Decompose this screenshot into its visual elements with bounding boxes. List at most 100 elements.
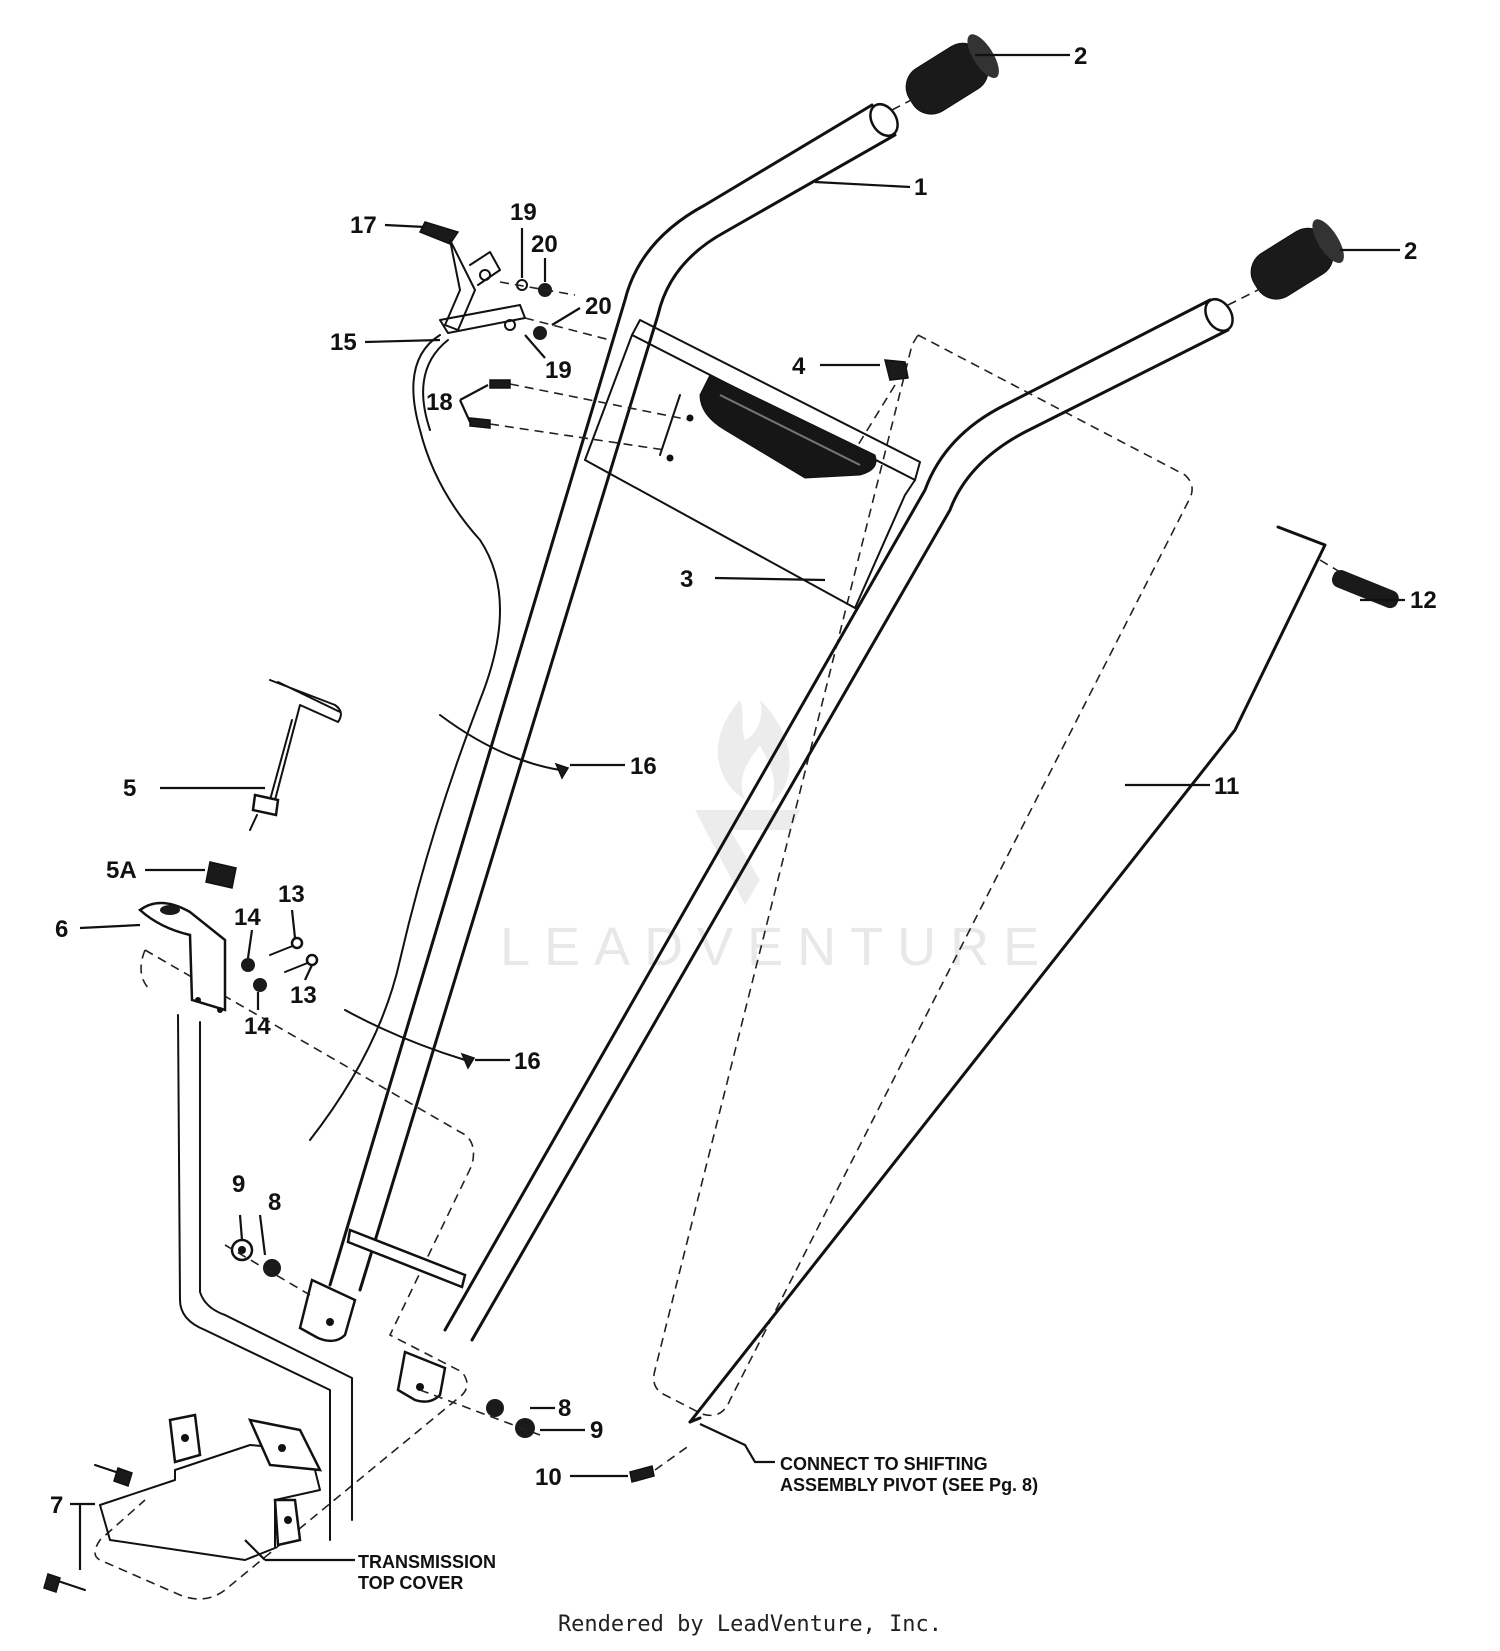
washer-right-dash	[419, 1389, 541, 1436]
grip-lower-end	[1312, 219, 1344, 264]
note-shifting-line2: ASSEMBLY PIVOT (SEE Pg. 8)	[780, 1475, 1038, 1495]
callout-2-upper: 2	[1074, 43, 1087, 70]
notes: CONNECT TO SHIFTING ASSEMBLY PIVOT (SEE …	[358, 1454, 1038, 1593]
panel-bolt-bottom	[666, 454, 674, 462]
support-tube-inner	[199, 1021, 353, 1521]
callout-13-lower: 13	[290, 982, 317, 1009]
pin-dash	[654, 1444, 691, 1471]
bracket-part-6	[138, 901, 227, 1012]
lower-crossbar	[346, 1228, 467, 1289]
clip-part-4	[884, 359, 909, 381]
watermark-v-icon	[695, 810, 800, 905]
throttle-pivot	[479, 269, 491, 281]
nut-8-right	[486, 1399, 504, 1417]
callout-3: 3	[680, 566, 693, 593]
bolt-13-upper	[269, 944, 296, 956]
cover-tab-left-hole	[181, 1434, 189, 1442]
shift-knob	[1331, 570, 1399, 609]
handle-upper-right-tube	[443, 298, 1212, 1332]
clutch-lever	[269, 679, 342, 801]
callout-9-left: 9	[232, 1171, 245, 1198]
cover-dash-lower	[140, 949, 151, 991]
washer-left-dash	[224, 1244, 311, 1296]
handle-foot-left-hole	[326, 1318, 334, 1326]
callout-4: 4	[792, 353, 806, 380]
handle-upper-left-tube	[328, 103, 874, 1287]
callout-16-upper: 16	[630, 753, 657, 780]
screw-dash-lower	[489, 423, 666, 451]
bolt-13-upper-head	[290, 936, 304, 950]
clutch-lever-tip	[249, 814, 258, 831]
footer-credit: Rendered by LeadVenture, Inc.	[557, 1612, 943, 1637]
callout-16-lower: 16	[514, 1048, 541, 1075]
grip-upper-end	[967, 34, 999, 79]
callout-20-upper: 20	[531, 231, 558, 258]
panel-bolt-top	[686, 414, 694, 422]
watermark-flame-icon	[717, 700, 790, 805]
callout-19-lower: 19	[545, 357, 572, 384]
cover-tab-center-hole	[278, 1444, 286, 1452]
leader-lines	[70, 53, 1405, 1570]
callout-19-upper: 19	[510, 199, 537, 226]
nut-14-upper	[241, 958, 255, 972]
grip-lower-dash	[1227, 289, 1259, 306]
callout-2-lower: 2	[1404, 238, 1417, 265]
shift-rod-tip	[688, 1416, 702, 1424]
handle-tube-end-right	[1204, 297, 1234, 333]
callout-5: 5	[123, 775, 136, 802]
callout-14-upper: 14	[234, 904, 261, 931]
callout-12: 12	[1410, 587, 1437, 614]
transmission-outline	[94, 949, 475, 1600]
callout-8-left: 8	[268, 1189, 281, 1216]
bracket-bolt-b	[217, 1007, 223, 1013]
cable-clip-lower-tip	[460, 1052, 476, 1070]
cable-clip-lower	[344, 1009, 466, 1061]
shift-rod	[688, 525, 1327, 1424]
grip-upper-dash	[891, 97, 916, 111]
callout-13-upper: 13	[278, 881, 305, 908]
bolt-7-lower	[54, 1579, 86, 1591]
transmission-cover	[99, 1444, 321, 1561]
nut-14-lower	[253, 978, 267, 992]
bolt-7-upper-head	[113, 1467, 133, 1487]
decal-stripe	[719, 394, 861, 466]
callout-6: 6	[55, 916, 68, 943]
support-tube	[177, 1014, 331, 1541]
screw-dash-upper	[509, 383, 691, 421]
handle-foot-right	[396, 1350, 447, 1403]
washer-9-left-hole	[238, 1246, 246, 1254]
clip-dash	[854, 384, 896, 451]
note-shifting-line1: CONNECT TO SHIFTING	[780, 1454, 988, 1474]
bolt-7-lower-head	[43, 1573, 61, 1593]
watermark-text: LEADVENTURE	[500, 917, 1053, 977]
clutch-lever-cap	[251, 793, 280, 817]
grip-upper	[905, 34, 999, 115]
bolt-13-lower	[284, 961, 311, 973]
screw-lower	[469, 417, 491, 429]
clutch-lever-stem	[269, 719, 293, 801]
handle-upper-left-tube-inner	[358, 133, 897, 1292]
callout-labels: 2 1 2 3 4 5 5A 6 7 8 9 8 9 10 11 12 13 1…	[50, 43, 1437, 1519]
callout-14-lower: 14	[244, 1013, 271, 1040]
callout-9-right: 9	[590, 1417, 603, 1444]
pin-part-10	[629, 1465, 655, 1483]
nut-20-lower	[533, 326, 547, 340]
throttle-cable-outer	[422, 339, 449, 431]
washer-19-lower	[504, 319, 516, 331]
nut-8-left	[263, 1259, 281, 1277]
shift-knob-body	[1331, 570, 1399, 609]
shift-knob-dash	[1319, 559, 1341, 573]
cable-clip-upper-tip	[554, 762, 570, 780]
note-transmission-line1: TRANSMISSION	[358, 1552, 496, 1572]
callout-18: 18	[426, 389, 453, 416]
control-panel-decal	[699, 374, 877, 479]
note-transmission-line2: TOP COVER	[358, 1573, 463, 1593]
bracket-bolt-a	[195, 997, 201, 1003]
panel-edge	[631, 319, 921, 481]
callout-20-lower: 20	[585, 293, 612, 320]
callout-17: 17	[350, 212, 377, 239]
handle-upper-right-tube-inner	[470, 328, 1230, 1342]
callout-5a: 5A	[106, 857, 137, 884]
cover-tab-center	[247, 1418, 323, 1472]
